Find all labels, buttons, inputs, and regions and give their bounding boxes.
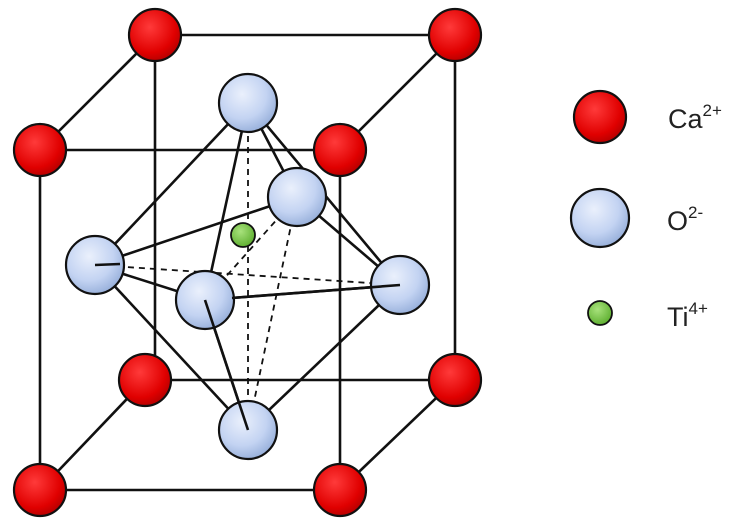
cube-edge [339,34,456,151]
titanium-atom [230,222,256,248]
svg-text:Ti4+: Ti4+ [667,299,708,332]
legend-oxygen-swatch [569,187,631,249]
octahedron-edge [247,284,401,431]
calcium-atom [427,352,483,408]
octahedron-edge [94,102,249,266]
octahedron-edge [203,102,250,301]
cube-edge [39,34,156,151]
legend-titanium-charge: 4+ [689,299,708,318]
legend-item-titanium: Ti4+ [587,299,708,332]
legend-item-oxygen: O2- [569,187,703,249]
octahedron-edge [94,262,121,267]
octahedron-edge [94,195,298,267]
oxygen-atom [217,72,279,134]
svg-text:Ca2+: Ca2+ [668,101,722,134]
calcium-atom [312,462,368,518]
hidden-edge [94,264,401,286]
legend-oxygen-symbol: O [667,206,688,236]
calcium-atoms [12,7,483,518]
hidden-edge [247,196,298,431]
svg-text:O2-: O2- [667,203,703,236]
legend-titanium-swatch [587,300,613,326]
calcium-atom [427,7,483,63]
front-edges-overlay [94,262,401,431]
octahedron-edge [231,283,401,300]
legend-calcium-symbol: Ca [668,104,703,134]
calcium-atom [12,122,68,178]
octahedron-edge [94,264,249,431]
legend-titanium-symbol: Ti [667,302,689,332]
legend-calcium-charge: 2+ [703,101,722,120]
legend-calcium-swatch [572,89,628,145]
legend-oxygen-charge: 2- [688,203,703,222]
calcium-atom [312,122,368,178]
oxygen-atom [266,166,328,228]
calcium-atom [127,7,183,63]
legend: Ca2+ O2- Ti4+ [569,89,722,332]
oxygen-atoms [64,72,431,461]
octahedron-edge [203,299,250,431]
calcium-atom [12,462,68,518]
legend-item-calcium: Ca2+ [572,89,722,145]
calcium-atom [117,352,173,408]
